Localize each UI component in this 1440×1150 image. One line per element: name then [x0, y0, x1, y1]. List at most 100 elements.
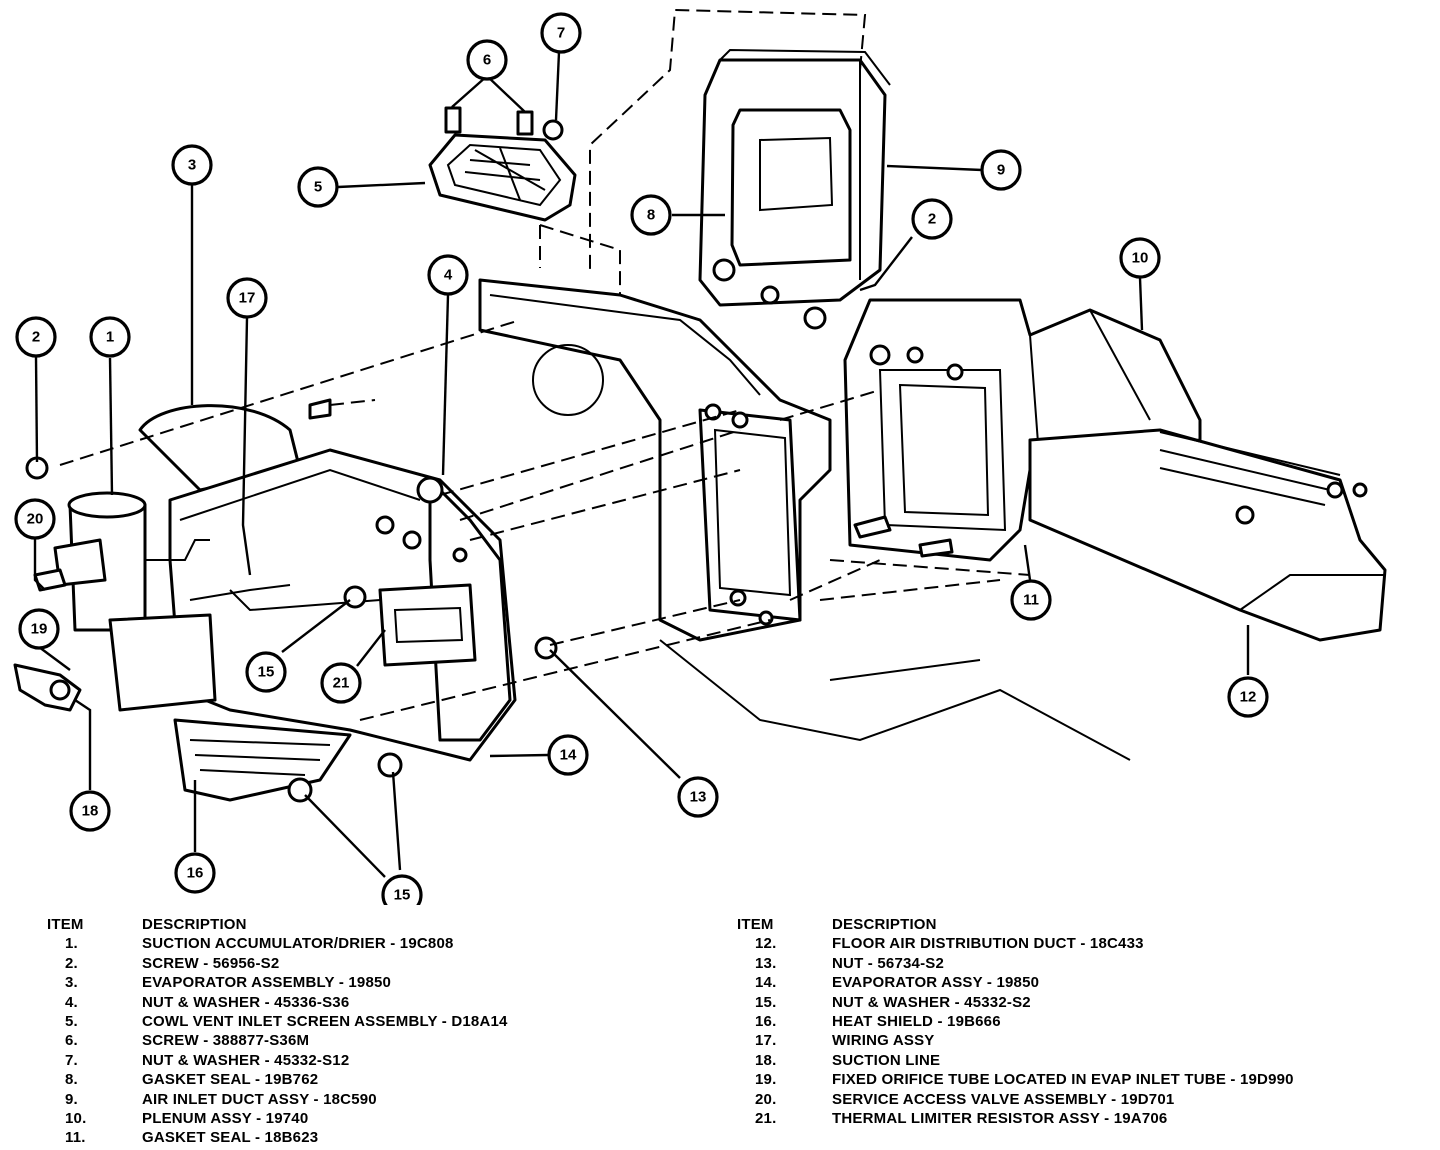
- callout-21: 21: [320, 662, 362, 704]
- legend-header: ITEM DESCRIPTION: [47, 915, 508, 934]
- legend-item-description: NUT & WASHER - 45336-S36: [142, 993, 350, 1011]
- legend-item-number: 19.: [755, 1071, 777, 1089]
- callout-10: 10: [1119, 237, 1161, 279]
- description-header: DESCRIPTION: [832, 916, 937, 933]
- legend-item-description: SCREW - 56956-S2: [142, 954, 280, 972]
- svg-text:14: 14: [560, 747, 577, 764]
- legend-item-number: 14.: [755, 974, 777, 992]
- svg-text:2: 2: [928, 211, 936, 228]
- callout-11: 11: [1010, 579, 1052, 621]
- legend-row: 15.NUT & WASHER - 45332-S2: [737, 993, 1294, 1012]
- callout-2-left: 2: [15, 316, 57, 358]
- legend-right: ITEM DESCRIPTION 12. FLOOR AIR DISTRIBUTI…: [737, 915, 1294, 1128]
- callout-5: 5: [297, 166, 339, 208]
- svg-text:17: 17: [239, 290, 256, 307]
- legend-item-description: FLOOR AIR DISTRIBUTION DUCT - 18C433: [832, 935, 1144, 953]
- callout-2-right: 2: [911, 198, 953, 240]
- svg-text:15: 15: [258, 664, 275, 681]
- legend-item-number: 7.: [65, 1051, 78, 1069]
- callout-6: 6: [466, 39, 508, 81]
- legend-row: 19.FIXED ORIFICE TUBE LOCATED IN EVAP IN…: [737, 1070, 1294, 1089]
- legend-item-description: EVAPORATOR ASSY - 19850: [832, 974, 1040, 992]
- svg-text:2: 2: [32, 329, 40, 346]
- svg-text:15: 15: [394, 887, 411, 904]
- callout-4: 4: [427, 254, 469, 296]
- legend-row: 20. SERVICE ACCESS VALVE ASSEMBLY - 19D70…: [737, 1090, 1294, 1109]
- legend-row: 21.THERMAL LIMITER RESISTOR ASSY - 19A70…: [737, 1109, 1294, 1128]
- svg-text:5: 5: [314, 179, 322, 196]
- legend-row: 14. EVAPORATOR ASSY - 19850: [737, 973, 1294, 992]
- legend-row: 10. PLENUM ASSY - 19740: [47, 1109, 508, 1128]
- callout-8: 8: [630, 194, 672, 236]
- legend-row: 3.EVAPORATOR ASSEMBLY - 19850: [47, 973, 508, 992]
- callout-13: 13: [677, 776, 719, 818]
- legend-row: 9.AIR INLET DUCT ASSY - 18C590: [47, 1090, 508, 1109]
- svg-text:18: 18: [82, 803, 99, 820]
- legend-item-description: NUT & WASHER - 45332-S2: [832, 993, 1031, 1011]
- svg-text:1: 1: [106, 329, 114, 346]
- legend-item-description: PLENUM ASSY - 19740: [142, 1110, 309, 1128]
- legend-row: 12. FLOOR AIR DISTRIBUTION DUCT - 18C433: [737, 934, 1294, 953]
- air-inlet-duct-part: [698, 48, 891, 330]
- legend-item-description: SUCTION LINE: [832, 1051, 941, 1069]
- legend-item-number: 18.: [755, 1051, 777, 1069]
- legend-item-number: 12.: [755, 935, 777, 953]
- legend-item-description: NUT & WASHER - 45332-S12: [142, 1051, 350, 1069]
- legend-row: 6.SCREW - 388877-S36M: [47, 1031, 508, 1050]
- suction-accumulator-part: [53, 491, 381, 712]
- assembly-lines: [59, 319, 1031, 721]
- exploded-parts-diagram: 1 2 2 3 4 5 6 7 8 9 10 11 12 13 14 15 15…: [13, 8, 1387, 905]
- svg-text:10: 10: [1132, 250, 1149, 267]
- legend-row: 4.NUT & WASHER - 45336-S36: [47, 993, 508, 1012]
- legend-item-description: SERVICE ACCESS VALVE ASSEMBLY - 19D701: [832, 1090, 1175, 1108]
- legend-item-number: 5.: [65, 1013, 78, 1031]
- legend-item-number: 16.: [755, 1013, 777, 1031]
- legend-row: 18. SUCTION LINE: [737, 1051, 1294, 1070]
- legend-item-description: THERMAL LIMITER RESISTOR ASSY - 19A706: [832, 1110, 1168, 1128]
- item-header: ITEM: [47, 916, 84, 933]
- leader-lines: [33, 51, 1250, 878]
- legend-item-number: 8.: [65, 1071, 78, 1089]
- legend-item-number: 10.: [65, 1110, 87, 1128]
- legend-item-description: COWL VENT INLET SCREEN ASSEMBLY - D18A14: [142, 1013, 508, 1031]
- service-valve-part: [33, 568, 67, 592]
- legend-item-description: GASKET SEAL - 19B762: [142, 1071, 319, 1089]
- description-header: DESCRIPTION: [142, 916, 247, 933]
- callout-14: 14: [547, 734, 589, 776]
- svg-text:4: 4: [444, 267, 453, 284]
- floor-duct-part: [1028, 428, 1387, 642]
- legend-item-description: NUT - 56734-S2: [832, 954, 945, 972]
- svg-text:8: 8: [647, 207, 655, 224]
- item-header: ITEM: [737, 916, 774, 933]
- svg-text:20: 20: [27, 511, 44, 528]
- legend-item-number: 13.: [755, 954, 777, 972]
- legend-left: ITEM DESCRIPTION 1. SUCTION ACCUMULATOR/D…: [47, 915, 508, 1148]
- svg-text:11: 11: [1023, 592, 1039, 609]
- legend-header: ITEM DESCRIPTION: [737, 915, 1294, 934]
- callout-19: 19: [18, 608, 60, 650]
- callout-20: 20: [14, 498, 56, 540]
- callout-18: 18: [69, 790, 111, 832]
- legend-item-description: AIR INLET DUCT ASSY - 18C590: [142, 1090, 377, 1108]
- svg-text:9: 9: [997, 162, 1005, 179]
- legend-row: 16.HEAT SHIELD - 19B666: [737, 1012, 1294, 1031]
- legend-row: 5. COWL VENT INLET SCREEN ASSEMBLY - D18A…: [47, 1012, 508, 1031]
- legend-row: 8. GASKET SEAL - 19B762: [47, 1070, 508, 1089]
- legend-item-description: WIRING ASSY: [832, 1032, 935, 1050]
- svg-text:12: 12: [1240, 689, 1257, 706]
- callout-1: 1: [89, 316, 131, 358]
- legend-item-number: 11.: [65, 1129, 86, 1147]
- legend-item-number: 20.: [755, 1090, 777, 1108]
- legend-row: 2.SCREW - 56956-S2: [47, 954, 508, 973]
- callout-15-upper: 15: [245, 651, 287, 693]
- callout-3: 3: [171, 144, 213, 186]
- callout-9: 9: [980, 149, 1022, 191]
- legend-item-description: SUCTION ACCUMULATOR/DRIER - 19C808: [142, 935, 454, 953]
- legend-item-description: EVAPORATOR ASSEMBLY - 19850: [142, 974, 392, 992]
- svg-text:16: 16: [187, 865, 204, 882]
- legend-item-description: GASKET SEAL - 18B623: [142, 1129, 319, 1147]
- legend-item-number: 1.: [65, 935, 78, 953]
- fixed-orifice-tube-part: [13, 663, 82, 712]
- callout-12: 12: [1227, 676, 1269, 718]
- callout-15-lower: 15: [381, 874, 423, 905]
